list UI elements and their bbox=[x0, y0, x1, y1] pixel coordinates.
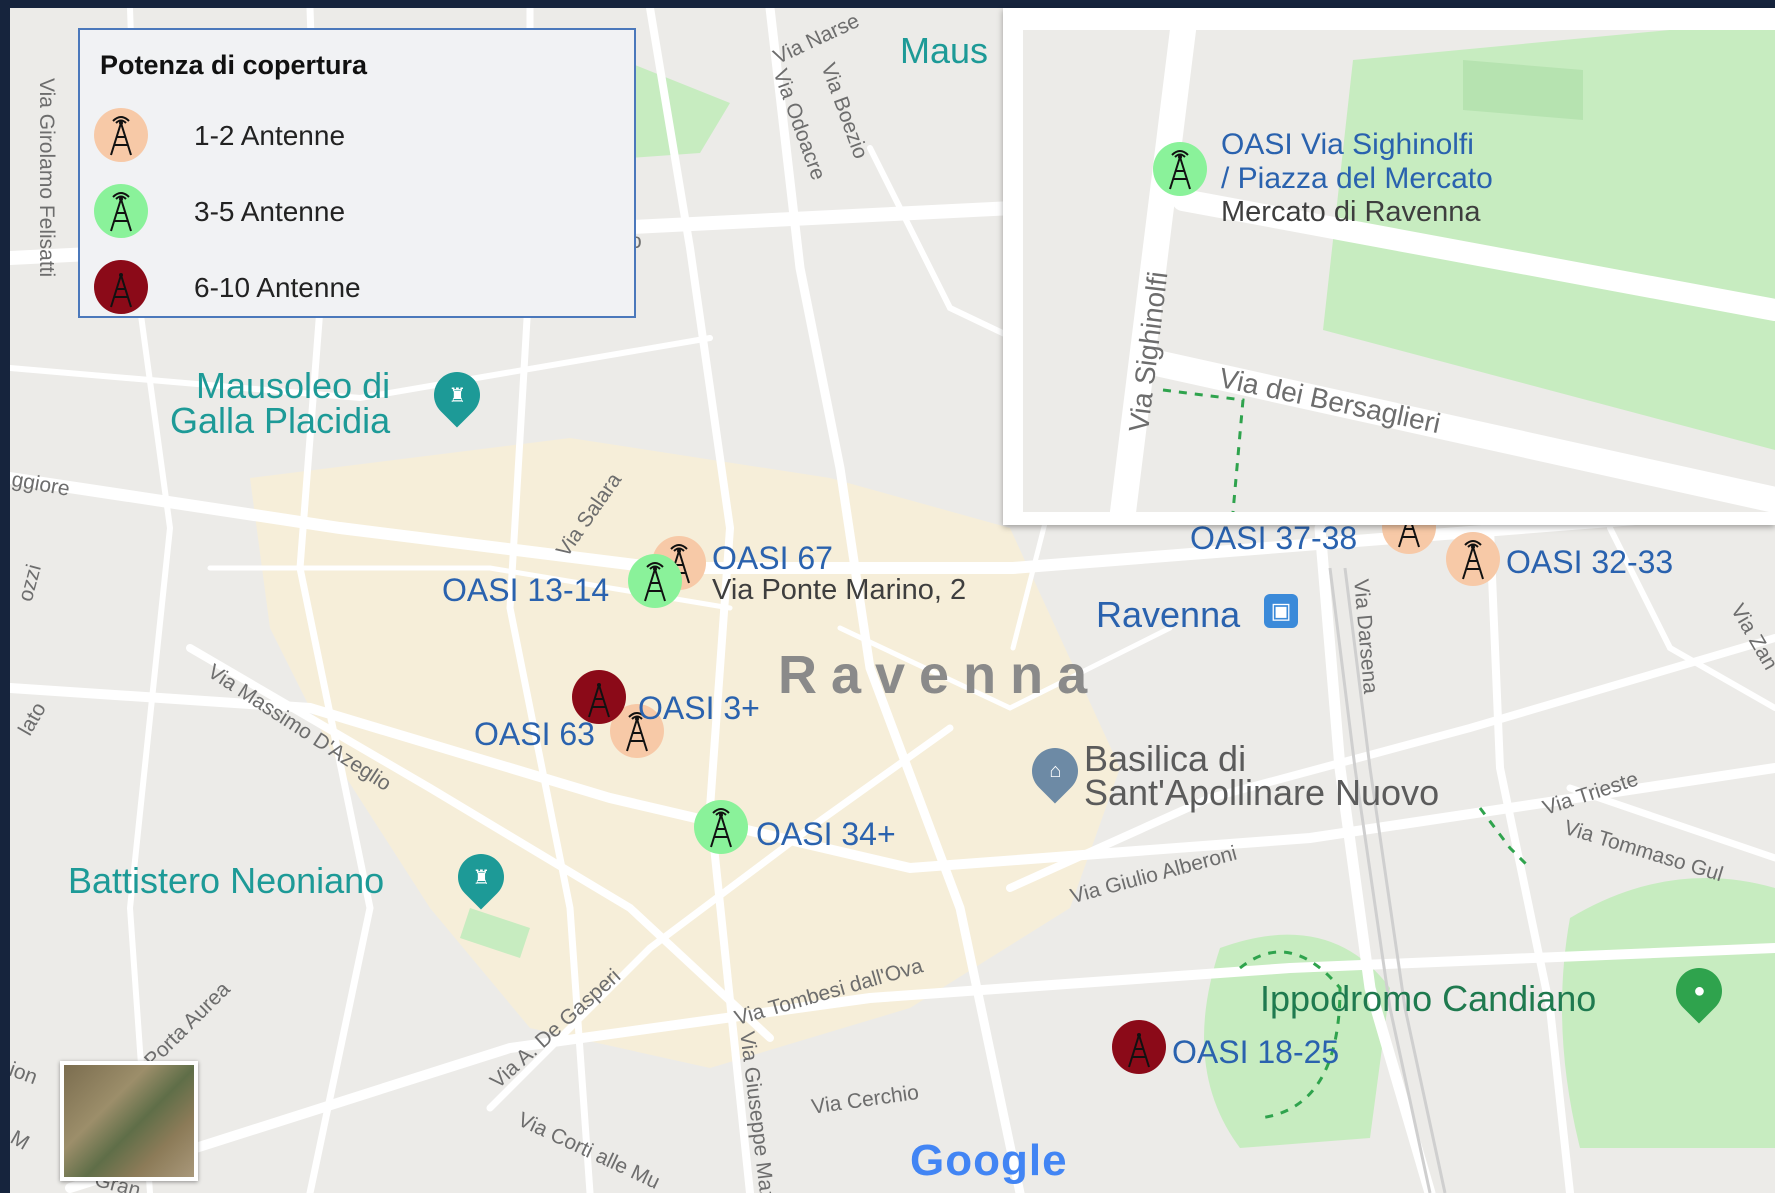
inset-map-view[interactable]: OASI Via Sighinolfi / Piazza del Mercato… bbox=[1023, 30, 1775, 512]
antenna-icon bbox=[710, 808, 732, 848]
marker-label[interactable]: OASI 18-25 bbox=[1172, 1034, 1340, 1070]
marker-label[interactable]: OASI 37-38 bbox=[1190, 520, 1358, 556]
satellite-toggle-thumbnail[interactable] bbox=[60, 1061, 198, 1181]
antenna-icon bbox=[626, 712, 648, 752]
antenna-marker-oasi-13-14[interactable] bbox=[628, 554, 682, 608]
place-label-basilica[interactable]: Basilica di Sant'Apollinare Nuovo bbox=[1084, 738, 1440, 813]
legend-label: 6-10 Antenne bbox=[194, 272, 361, 303]
antenna-marker-oasi-sighinolfi[interactable] bbox=[1153, 142, 1207, 196]
legend-panel: Potenza di copertura 1-2 Antenne 3-5 Ant… bbox=[78, 28, 636, 318]
marker-label[interactable]: OASI 13-14 bbox=[442, 572, 610, 608]
antenna-marker-oasi-63[interactable] bbox=[572, 670, 626, 724]
antenna-icon bbox=[1398, 514, 1420, 548]
antenna-marker-oasi-18-25[interactable] bbox=[1112, 1020, 1166, 1074]
antenna-icon bbox=[1462, 540, 1484, 580]
legend-item: 1-2 Antenne bbox=[94, 108, 614, 164]
place-label-station[interactable]: Ravenna bbox=[1096, 594, 1241, 635]
legend-title: Potenza di copertura bbox=[100, 50, 368, 80]
antenna-marker-oasi-34[interactable] bbox=[694, 800, 748, 854]
marker-label[interactable]: OASI 32-33 bbox=[1506, 544, 1674, 580]
inset-map-panel[interactable]: OASI Via Sighinolfi / Piazza del Mercato… bbox=[1003, 8, 1775, 525]
antenna-icon bbox=[94, 260, 148, 314]
marker-label[interactable]: OASI 34+ bbox=[756, 816, 896, 852]
bus-station-icon[interactable]: ▣ bbox=[1264, 594, 1298, 628]
city-label: Ravenna bbox=[778, 645, 1102, 705]
antenna-icon bbox=[588, 683, 610, 718]
inset-map-streets bbox=[1110, 30, 1775, 512]
inset-place-label: Mercato di Ravenna bbox=[1221, 196, 1481, 228]
antenna-marker-oasi-32-33[interactable] bbox=[1446, 532, 1500, 586]
place-label-battistero[interactable]: Battistero Neoniano bbox=[68, 860, 385, 901]
antenna-icon bbox=[1128, 1033, 1150, 1068]
legend-item: 6-10 Antenne bbox=[94, 260, 614, 316]
map-streets bbox=[10, 8, 1775, 1193]
legend-label: 3-5 Antenne bbox=[194, 196, 346, 227]
marker-address: Via Ponte Marino, 2 bbox=[712, 574, 967, 606]
place-label-ippodromo[interactable]: Ippodromo Candiano bbox=[1260, 978, 1597, 1019]
antenna-icon bbox=[94, 184, 148, 238]
legend-label: 1-2 Antenne bbox=[194, 120, 346, 151]
marker-label[interactable]: OASI 63 bbox=[474, 716, 595, 752]
antenna-icon bbox=[644, 562, 666, 602]
marker-label[interactable]: OASI 3+ bbox=[638, 690, 760, 726]
antenna-icon bbox=[94, 108, 148, 162]
street-label: Via Girolamo Felisatti bbox=[35, 78, 58, 278]
place-label-maus: Maus bbox=[900, 30, 989, 71]
place-label-mausoleo[interactable]: Mausoleo di Galla Placidia bbox=[170, 365, 391, 441]
google-logo-text: Google bbox=[910, 1136, 1068, 1185]
inset-marker-label[interactable]: OASI Via Sighinolfi bbox=[1221, 128, 1474, 161]
inset-marker-label[interactable]: / Piazza del Mercato bbox=[1221, 162, 1493, 195]
marker-label[interactable]: OASI 67 bbox=[712, 540, 833, 576]
legend-item: 3-5 Antenne bbox=[94, 184, 614, 240]
antenna-icon bbox=[1169, 150, 1191, 190]
google-logo: Google bbox=[910, 1136, 1068, 1186]
